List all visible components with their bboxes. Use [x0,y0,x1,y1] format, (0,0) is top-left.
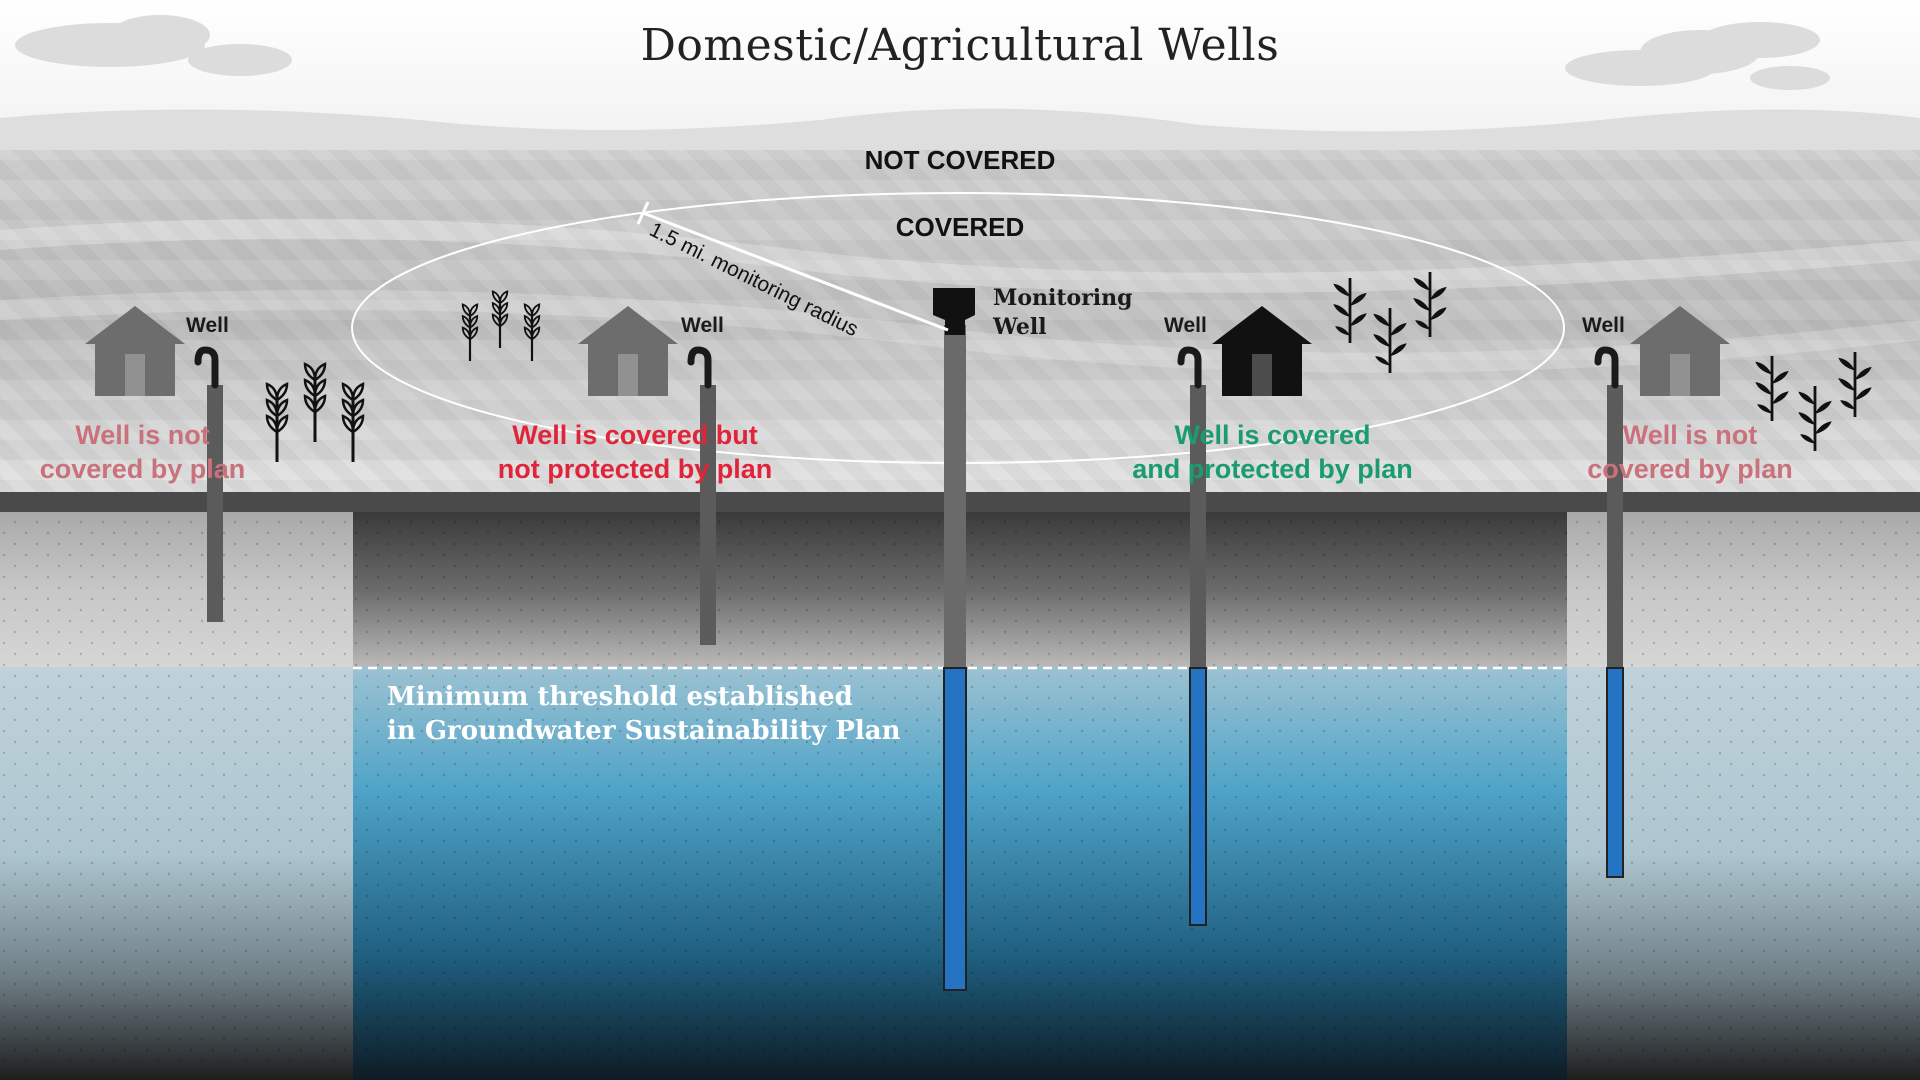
status-label-right: Well is not covered by plan [1550,418,1830,486]
status-label-right-line2: covered by plan [1587,454,1793,484]
status-label-right-line1: Well is not [1622,420,1758,450]
monitoring-well-label: Monitoring Well [993,284,1133,342]
status-label-left: Well is not covered by plan [0,418,285,486]
well-4-water [1606,667,1624,878]
monitoring-well-label-line2: Well [993,314,1047,340]
status-label-center-left: Well is covered but not protected by pla… [470,418,800,486]
radius-line [636,201,949,332]
monitoring-well-water [943,667,967,991]
monitoring-well-label-line1: Monitoring [993,285,1133,311]
cloud-right [1565,22,1830,90]
well-label-3: Well [1164,314,1207,337]
threshold-label-line1: Minimum threshold established [387,682,853,712]
cloud-left [15,15,292,76]
status-label-center-right-line1: Well is covered [1174,420,1371,450]
well-label-2: Well [681,314,724,337]
well-head-icon-4 [1594,346,1619,389]
diagram-title: Domestic/Agricultural Wells [640,20,1280,71]
well-casing-3 [1190,385,1206,670]
threshold-label-line2: in Groundwater Sustainability Plan [387,716,901,746]
well-casings [207,325,1623,670]
status-label-left-line1: Well is not [75,420,210,450]
well-casing-1 [207,385,223,622]
well-label-4: Well [1582,314,1625,337]
status-label-left-line2: covered by plan [39,454,246,484]
well-3-water [1189,667,1207,926]
well-head-icon-3 [1177,346,1202,389]
threshold-label: Minimum threshold established in Groundw… [387,680,901,748]
well-water-columns [943,667,1624,991]
status-label-center-left-line1: Well is covered but [512,420,758,450]
monitoring-well-icon [933,288,975,335]
status-label-center-right: Well is covered and protected by plan [1110,418,1435,486]
well-head-icon-2 [687,346,712,389]
not-covered-zone-label: NOT COVERED [864,145,1056,175]
well-casing-2 [700,385,716,645]
well-label-1: Well [186,314,229,337]
well-casing-4 [1607,385,1623,670]
monitoring-well-casing [944,325,966,670]
status-label-center-right-line2: and protected by plan [1132,454,1413,484]
covered-zone-label: COVERED [895,212,1025,242]
status-label-center-left-line2: not protected by plan [497,454,773,484]
well-head-icons [194,346,1619,389]
well-head-icon-1 [194,346,219,389]
